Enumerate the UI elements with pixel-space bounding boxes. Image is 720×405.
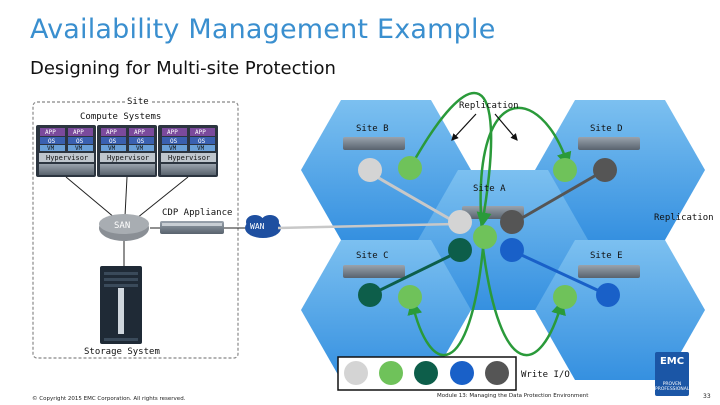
app-label: APP xyxy=(45,129,56,136)
os-label: OS xyxy=(170,138,178,145)
app-label: APP xyxy=(73,129,84,136)
cdp-appliance xyxy=(160,221,224,234)
footer-module: Module 13: Managing the Data Protection … xyxy=(437,393,589,399)
os-label: OS xyxy=(48,138,56,145)
slide-title: Availability Management Example xyxy=(30,14,496,45)
write-io-site-d-green xyxy=(553,158,577,182)
san-switch xyxy=(99,214,149,241)
hexagon-site-e xyxy=(535,240,705,380)
replication-arrow-4 xyxy=(481,247,566,357)
replication-arrow-1 xyxy=(408,92,493,228)
compute-system-2 xyxy=(97,125,157,177)
legend-circle-teal xyxy=(414,361,438,385)
write-io-site-e-green xyxy=(553,285,577,309)
storage-box-site-d xyxy=(578,137,640,150)
cdp-appliance-label: CDP Appliance xyxy=(162,208,233,218)
wan-cloud xyxy=(245,215,281,238)
write-io-site-a-dark xyxy=(500,210,524,234)
site-c-label: Site C xyxy=(356,251,389,261)
hypervisor-label: Hypervisor xyxy=(107,154,150,162)
hypervisor-label: Hypervisor xyxy=(168,154,211,162)
write-io-site-c-teal xyxy=(358,283,382,307)
vm-label: VM xyxy=(47,145,55,152)
write-io-site-a-blue xyxy=(500,238,524,262)
vm-label: VM xyxy=(108,145,116,152)
site-e-label: Site E xyxy=(590,251,623,261)
app-label: APP xyxy=(167,129,178,136)
os-label: OS xyxy=(137,138,145,145)
app-label: APP xyxy=(195,129,206,136)
hexagon-site-d xyxy=(535,100,705,240)
storage-box-site-e xyxy=(578,265,640,278)
compute-system-3 xyxy=(158,125,218,177)
write-io-legend-label: Write I/O xyxy=(521,370,570,380)
footer-copyright: © Copyright 2015 EMC Corporation. All ri… xyxy=(32,396,186,402)
page-number: 33 xyxy=(703,393,711,400)
compute-systems-label: Compute Systems xyxy=(80,112,162,122)
hypervisor-label: Hypervisor xyxy=(46,154,89,162)
legend-circle-blue xyxy=(450,361,474,385)
legend-circle-gray xyxy=(344,361,368,385)
vm-label: VM xyxy=(136,145,144,152)
compute-system-1 xyxy=(36,125,96,177)
storage-system-label: Storage System xyxy=(84,347,160,357)
emc-logo-text: EMC xyxy=(659,356,685,367)
site-label: Site xyxy=(125,97,151,107)
write-io-site-a-gray xyxy=(448,210,472,234)
legend-circle-dark xyxy=(485,361,509,385)
site-a-label: Site A xyxy=(473,184,506,194)
replication-label-right: Replication xyxy=(654,213,714,223)
emc-logo-subtext: PROVEN PROFESSIONAL xyxy=(655,382,690,392)
site-d-label: Site D xyxy=(590,124,623,134)
os-label: OS xyxy=(76,138,84,145)
storage-system xyxy=(100,266,142,344)
write-io-site-b-gray xyxy=(358,158,382,182)
replication-arrow-2 xyxy=(479,106,572,233)
emc-logo: EMC PROVEN PROFESSIONAL xyxy=(655,352,689,396)
write-io-site-a-green xyxy=(473,225,497,249)
storage-box-site-c xyxy=(343,265,405,278)
write-io-site-a-teal xyxy=(448,238,472,262)
vm-label: VM xyxy=(169,145,177,152)
os-label: OS xyxy=(109,138,117,145)
san-label: SAN xyxy=(114,221,131,231)
os-label: OS xyxy=(198,138,206,145)
vm-label: VM xyxy=(197,145,205,152)
write-io-site-b-green xyxy=(398,156,422,180)
storage-box-site-b xyxy=(343,137,405,150)
site-boundary xyxy=(32,101,239,359)
replication-arrow-3 xyxy=(407,247,485,357)
write-io-site-c-green xyxy=(398,285,422,309)
wan-label: WAN xyxy=(250,222,265,231)
slide-subtitle: Designing for Multi-site Protection xyxy=(30,58,336,79)
site-b-label: Site B xyxy=(356,124,389,134)
write-io-site-e-blue xyxy=(596,283,620,307)
write-io-site-d-gray xyxy=(593,158,617,182)
app-label: APP xyxy=(134,129,145,136)
app-label: APP xyxy=(106,129,117,136)
replication-label-top: Replication xyxy=(459,101,519,111)
vm-label: VM xyxy=(75,145,83,152)
legend-circle-green xyxy=(379,361,403,385)
